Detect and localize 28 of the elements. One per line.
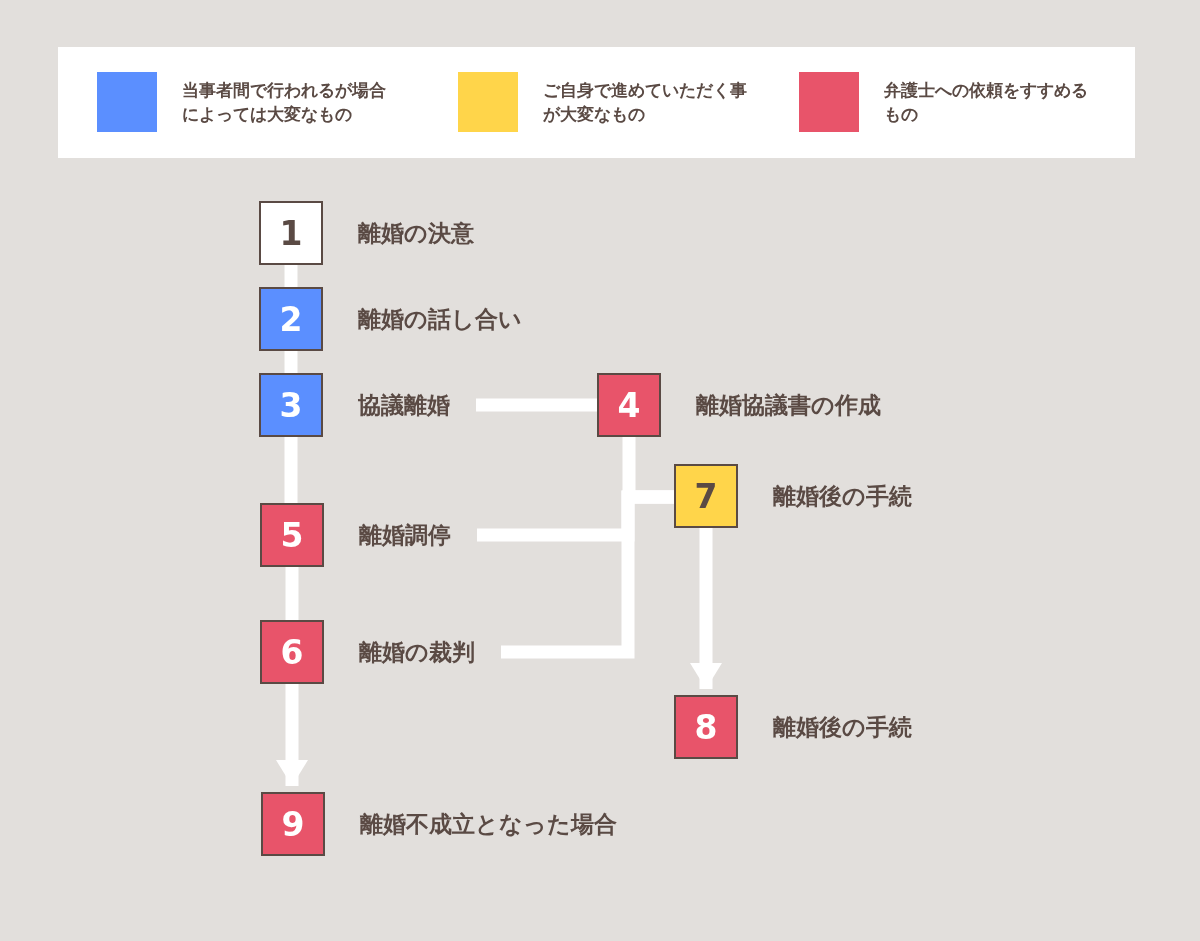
- step-label: 離婚の決意: [358, 219, 474, 248]
- step-number-box: 5: [260, 503, 324, 567]
- step-number-box: 8: [674, 695, 738, 759]
- legend-label: 当事者間で行われるが場合によっては大変なもの: [182, 79, 387, 126]
- legend-label: ご自身で進めていただく事が大変なもの: [543, 79, 748, 126]
- arrow: [276, 684, 308, 786]
- connector-line: [476, 398, 597, 412]
- connector-line: [284, 351, 298, 373]
- step-label: 離婚協議書の作成: [696, 391, 881, 420]
- connector-line: [284, 437, 298, 503]
- step-label: 離婚の裁判: [359, 638, 475, 667]
- connector-line: [284, 265, 298, 287]
- arrow: [690, 528, 722, 689]
- step-number-box: 6: [260, 620, 324, 684]
- step-label: 離婚調停: [359, 521, 451, 550]
- step-number-box: 2: [259, 287, 323, 351]
- step-number-box: 9: [261, 792, 325, 856]
- step-label: 離婚後の手続: [773, 482, 912, 511]
- step-number-box: 1: [259, 201, 323, 265]
- step-label: 離婚後の手続: [773, 713, 912, 742]
- step-label: 離婚不成立となった場合: [360, 810, 617, 839]
- legend-label: 弁護士への依頼をすすめるもの: [884, 79, 1089, 126]
- step-label: 協議離婚: [358, 391, 450, 420]
- step-label: 離婚の話し合い: [358, 305, 522, 334]
- step-number-box: 4: [597, 373, 661, 437]
- connector-line: [285, 567, 299, 620]
- step-number-box: 3: [259, 373, 323, 437]
- step-number-box: 7: [674, 464, 738, 528]
